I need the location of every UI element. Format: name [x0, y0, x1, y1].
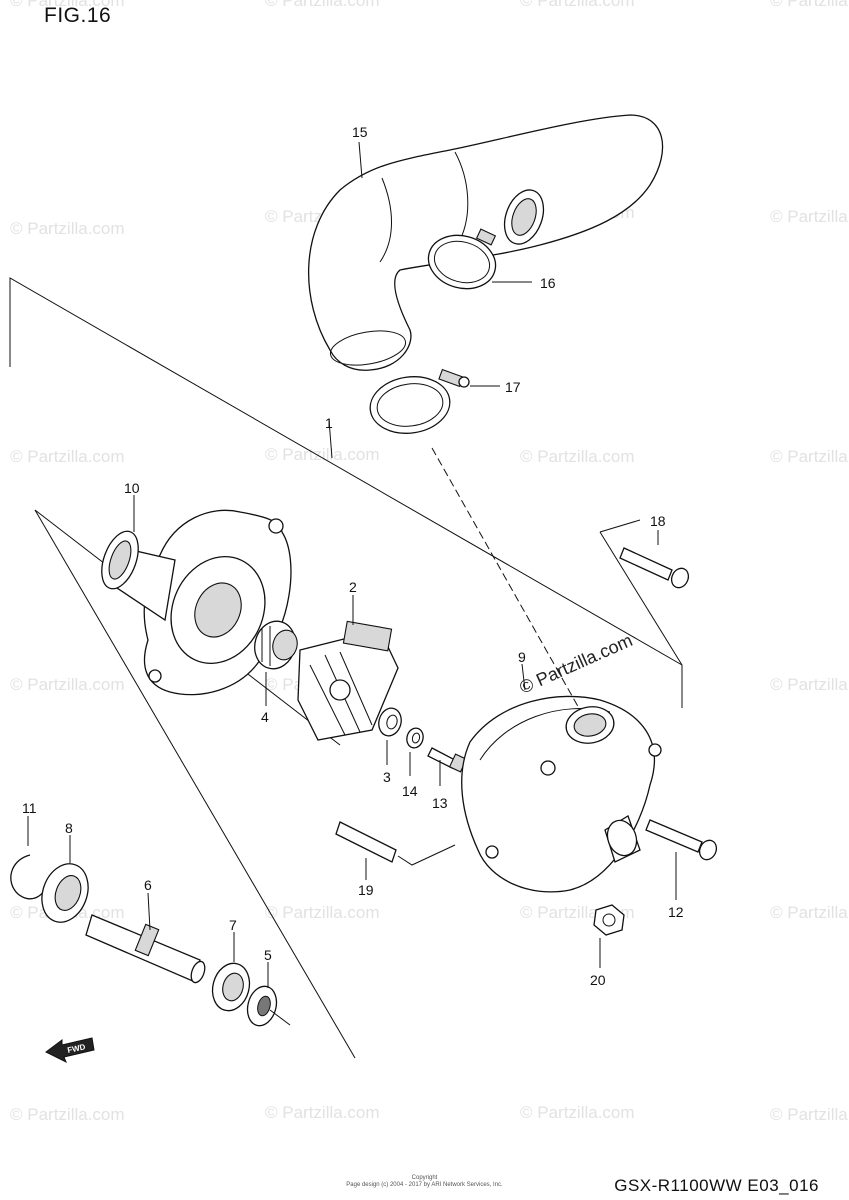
callout-9: 9	[518, 649, 526, 665]
pump-case	[461, 695, 662, 893]
callout-17: 17	[505, 379, 521, 395]
impeller	[297, 620, 399, 741]
callout-16: 16	[540, 275, 556, 291]
watermark: © Partzilla.com	[10, 675, 125, 694]
bolt	[619, 547, 690, 589]
watermark: © Partzilla.com	[10, 0, 125, 10]
dowel-pin	[335, 821, 456, 866]
watermark: © Partzilla.com	[10, 1105, 125, 1124]
callout-18: 18	[650, 513, 666, 529]
copyright-line: Copyright	[411, 1175, 438, 1181]
bearing	[41, 863, 89, 923]
callout-12: 12	[668, 904, 684, 920]
callout-7: 7	[229, 917, 237, 933]
watermark: © Partzilla.com	[770, 1105, 849, 1124]
callout-6: 6	[144, 877, 152, 893]
callout-8: 8	[65, 820, 73, 836]
watermark: © Partzilla.com	[265, 903, 380, 922]
watermark: © Partzilla.com	[520, 0, 635, 10]
callout-2: 2	[349, 579, 357, 595]
washer	[406, 727, 424, 749]
watermark: © Partzilla.com	[770, 903, 849, 922]
watermark: © Partzilla.com	[265, 0, 380, 10]
watermark: © Partzilla.com	[265, 1103, 380, 1122]
bolt	[645, 819, 718, 861]
watermark: © Partzilla.com	[520, 447, 635, 466]
copyright-line: Page design (c) 2004 - 2017 by ARI Netwo…	[346, 1182, 503, 1188]
callout-1: 1	[325, 415, 333, 431]
watermark-prominent: © Partzilla.com	[516, 630, 635, 698]
watermark: © Partzilla.com	[10, 447, 125, 466]
forward-arrow-icon: FWD	[45, 1037, 95, 1064]
figure-code: GSX-R1100WW E03_016	[614, 1176, 819, 1195]
watermark: © Partzilla.com	[770, 207, 849, 226]
copyright-notice: Copyright Page design (c) 2004 - 2017 by…	[0, 1175, 849, 1189]
callout-5: 5	[264, 947, 272, 963]
watermark: © Partzilla.com	[520, 1103, 635, 1122]
pump-body	[101, 509, 292, 696]
watermark: © Partzilla.com	[10, 219, 125, 238]
callout-4: 4	[261, 709, 269, 725]
callout-3: 3	[383, 769, 391, 785]
nut	[593, 904, 625, 936]
callout-13: 13	[432, 795, 448, 811]
oil-seal	[246, 985, 278, 1027]
callout-14: 14	[402, 783, 418, 799]
leader-lines	[27, 141, 677, 988]
fwd-label: FWD	[67, 1042, 87, 1055]
callout-11: 11	[22, 800, 37, 816]
callout-labels: 15 16 17 1 10 2 18 9 4 3 14 13 11 8 19 6…	[22, 124, 684, 988]
watermark: © Partzilla.com	[770, 0, 849, 10]
hose-clamp	[427, 228, 497, 290]
bearing	[211, 962, 251, 1012]
bolt	[427, 747, 468, 773]
mechanical-seal	[254, 620, 298, 670]
pump-shaft	[85, 914, 206, 984]
watermark: © Partzilla.com	[770, 675, 849, 694]
watermark: © Partzilla.com	[265, 445, 380, 464]
callout-10: 10	[124, 480, 140, 496]
callout-19: 19	[358, 882, 374, 898]
watermark: © Partzilla.com	[770, 447, 849, 466]
figure-title: FIG.16	[44, 4, 112, 27]
assembly-guide-lines	[269, 447, 581, 1026]
washer	[378, 707, 402, 737]
callout-20: 20	[590, 972, 606, 988]
callout-15: 15	[352, 124, 368, 140]
hose-clamp	[369, 368, 470, 434]
